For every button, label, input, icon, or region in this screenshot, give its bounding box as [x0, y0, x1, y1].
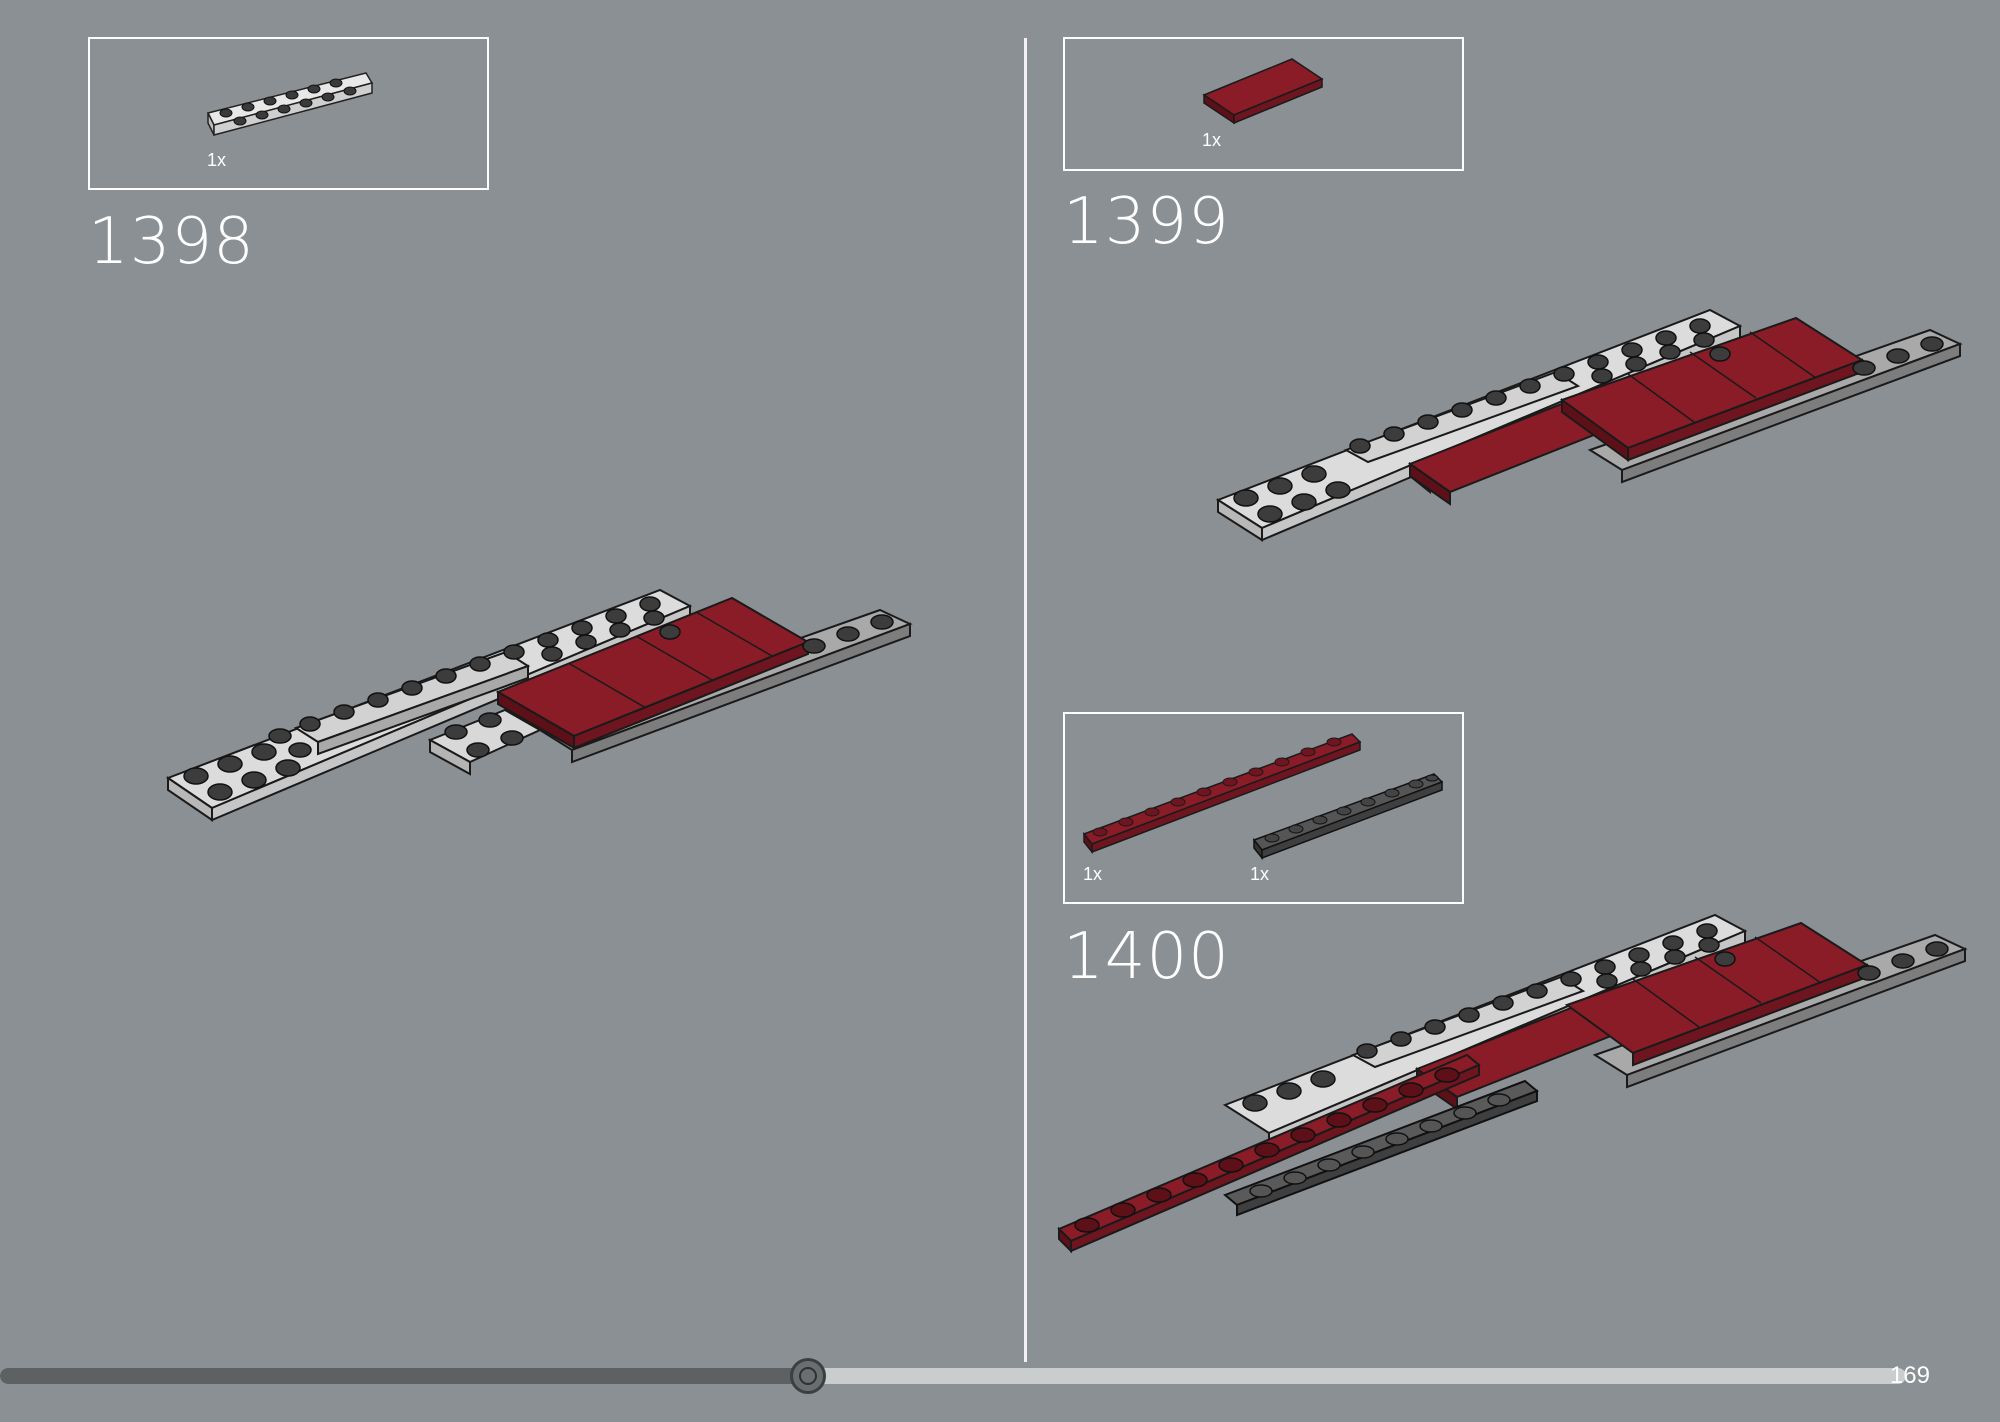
parts-callout-1399	[1063, 37, 1464, 171]
dark-gray-plate-icon	[1252, 773, 1444, 861]
step-number-1400: 1400	[1063, 920, 1230, 994]
part-quantity: 1x	[1083, 864, 1103, 884]
parts-callout-1398	[88, 37, 489, 190]
progress-slider-handle[interactable]	[790, 1358, 826, 1394]
light-gray-plate-icon	[206, 72, 374, 136]
page-divider	[1024, 38, 1027, 1362]
assembly-model-1398	[165, 588, 913, 822]
step-number-1398: 1398	[88, 205, 255, 279]
part-quantity: 1x	[207, 150, 227, 170]
dark-red-tile-icon	[1202, 58, 1324, 125]
parts-callout-1400	[1063, 712, 1464, 904]
dark-red-plate-icon	[1082, 733, 1362, 855]
page-number: 169	[1889, 1362, 1930, 1389]
assembly-model-1399	[1215, 308, 1963, 542]
part-quantity: 1x	[1250, 864, 1270, 884]
assembly-model-1400	[1057, 913, 1968, 1254]
progress-fill	[0, 1368, 808, 1384]
part-quantity: 1x	[1202, 130, 1222, 150]
step-number-1399: 1399	[1063, 185, 1230, 259]
